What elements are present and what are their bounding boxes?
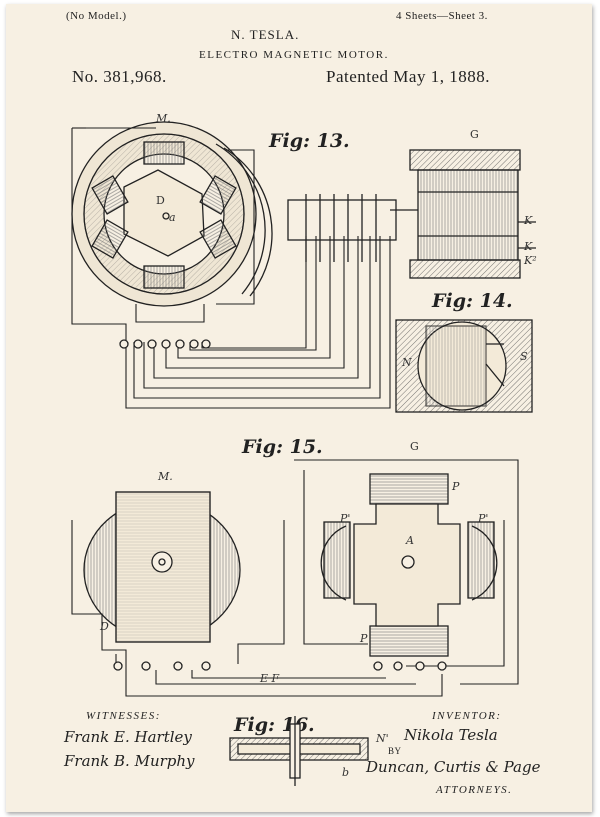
label-m-fig15: M. [158,470,173,483]
label-a-fig15: A [406,534,414,547]
fig-13-title: Fig: 13. [269,130,350,152]
label-p-bottom: P [360,632,368,645]
label-k1: K [524,214,533,227]
inventor-heading: N. TESLA. [231,27,300,42]
fig16-drawing [229,716,369,786]
label-k2: K [524,240,533,253]
label-d-fig15: D [100,620,109,633]
attorneys-label: ATTORNEYS. [436,784,513,796]
sheet-count: 4 Sheets—Sheet 3. [396,10,488,22]
witnesses-label: WITNESSES: [86,710,161,722]
fig13-wiring [71,127,391,409]
by-label: BY [388,746,402,756]
label-m-fig13: M. [156,112,171,125]
label-p-prime-left: P' [340,512,351,525]
label-p-prime-right: P' [478,512,489,525]
label-n-fig16: N' [376,732,389,745]
label-ef: E F [260,672,280,685]
fig-14-title: Fig: 14. [432,290,513,312]
fig13-terminals [119,339,211,349]
label-n-fig14: N [402,356,412,369]
patent-number: No. 381,968. [72,67,167,86]
fig14-drawing [395,319,533,413]
patent-date: Patented May 1, 1888. [326,67,490,86]
fig15-generator [320,473,498,657]
inventor-label: INVENTOR: [432,710,502,722]
patent-title: ELECTRO MAGNETIC MOTOR. [199,49,389,61]
fig15-motor [83,491,241,643]
label-a-fig13: a [169,211,176,224]
fig-15-title: Fig: 15. [242,436,323,458]
label-p-top: P [452,480,460,493]
patent-drawing [71,121,536,786]
label-g-fig13: G [470,128,479,141]
witness-signature-2: Frank B. Murphy [64,752,195,770]
fig15-terminals [113,661,447,671]
fig13-generator [409,149,536,279]
witness-signature-1: Frank E. Hartley [64,728,192,746]
label-k3: K² [524,254,537,267]
inventor-signature: Nikola Tesla [404,726,498,744]
label-d-fig13: D [156,194,165,207]
fig13-ring-motor [71,121,273,307]
fig13-brushes [287,194,418,262]
patent-sheet: (No Model.) 4 Sheets—Sheet 3. N. TESLA. … [6,4,592,812]
label-s-fig14: S [520,350,528,363]
label-g-fig15: G [410,440,419,453]
attorneys-signature: Duncan, Curtis & Page [366,758,541,776]
model-note: (No Model.) [66,10,127,22]
label-b-fig16: b [342,766,350,779]
